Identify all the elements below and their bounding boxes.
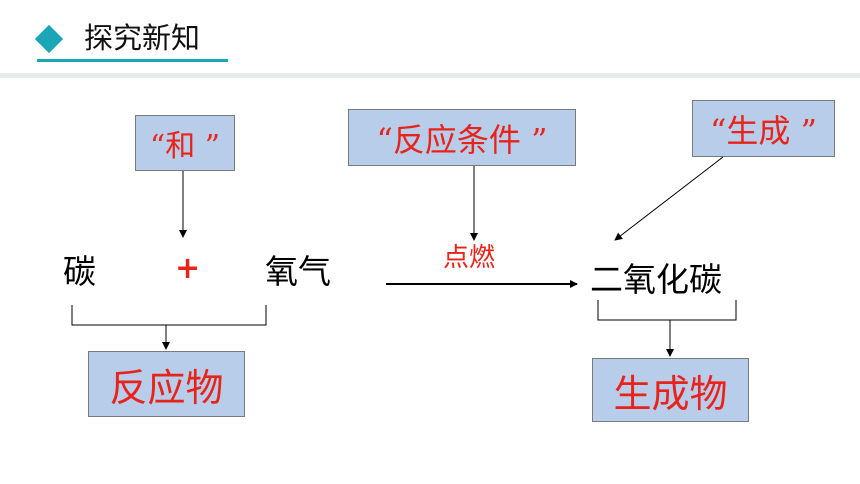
- label-box-and: “和 ”: [135, 115, 235, 171]
- arrow-produce: [614, 156, 724, 241]
- reactant-carbon: 碳: [63, 252, 96, 291]
- reactants-box: 反应物: [88, 351, 245, 417]
- reactants-bracket: [71, 305, 267, 326]
- reactants-label: 反应物: [109, 365, 224, 410]
- label-box-condition: “反应条件 ”: [348, 109, 576, 166]
- reaction-condition: 点燃: [443, 243, 496, 273]
- title-underline: [37, 59, 228, 62]
- products-label: 生成物: [613, 371, 728, 416]
- products-box: 生成物: [592, 358, 749, 422]
- header-divider: [0, 73, 860, 78]
- label-produce-text: “生成 ”: [710, 111, 817, 150]
- label-condition-text: “反应条件 ”: [376, 120, 548, 159]
- label-and-text: “和 ”: [149, 129, 221, 164]
- products-bracket: [597, 300, 737, 321]
- reactant-oxygen: 氧气: [265, 252, 331, 291]
- plus-sign: +: [175, 251, 201, 286]
- page-title: 探究新知: [84, 21, 201, 55]
- label-box-produce: “生成 ”: [692, 100, 835, 157]
- product-carbon-dioxide: 二氧化碳: [590, 260, 722, 299]
